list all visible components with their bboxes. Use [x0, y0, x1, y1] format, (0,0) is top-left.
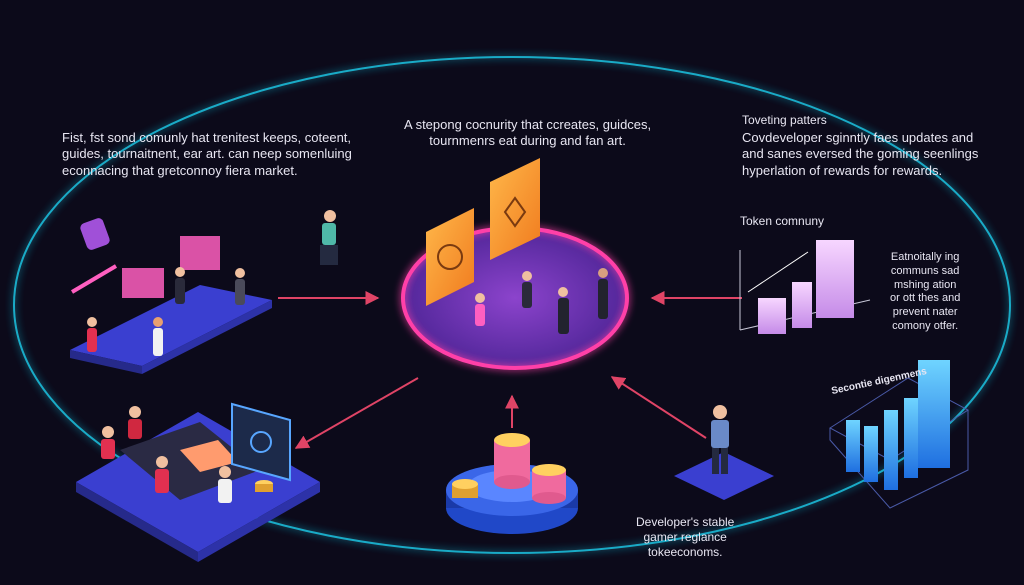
- monitor-icon: [231, 402, 291, 482]
- person-icon: [235, 268, 245, 305]
- token-label: Token comnuny: [740, 214, 825, 228]
- person-icon: [218, 466, 232, 503]
- top-right-caption: Covdeveloper sginntly faes updates and a…: [742, 130, 979, 178]
- bar-chart-icon: [829, 360, 969, 509]
- person-icon: [87, 317, 97, 352]
- coin-platform: [446, 433, 578, 534]
- top-center-caption: A stepong cocnurity that ccreates, guidc…: [404, 117, 652, 149]
- arrow-hub-to-bottom-left: [294, 377, 419, 449]
- person-icon: [598, 268, 608, 319]
- top-right-title: Toveting patters: [742, 113, 827, 127]
- top-left-caption: Fist, fst sond comunly hat trenitest kee…: [62, 130, 352, 178]
- central-hub: [401, 158, 629, 370]
- bar-chart-icon: [739, 240, 871, 334]
- person-icon: [320, 210, 338, 265]
- bottom-caption: Developer's stable gamer reglance tokeec…: [636, 515, 735, 559]
- isometric-platform-icon: [76, 402, 320, 562]
- isometric-platform-icon: [674, 405, 774, 500]
- crypto-card-icon: [490, 158, 540, 260]
- person-icon: [711, 405, 729, 474]
- isometric-platform-icon: [70, 236, 272, 374]
- coin-stack-icon: [452, 479, 478, 498]
- person-icon: [475, 293, 485, 326]
- arrow-bottom-right-to-hub: [610, 376, 707, 439]
- person-icon: [128, 406, 142, 439]
- coin-stack-icon: [532, 464, 566, 504]
- person-icon: [522, 271, 532, 308]
- lock-badge-icon: [80, 218, 110, 250]
- person-icon: [175, 267, 185, 304]
- trend-arrow-icon: [70, 264, 118, 294]
- person-icon: [558, 287, 569, 334]
- crypto-card-icon: [426, 208, 474, 306]
- orbit-ring: [13, 56, 1011, 554]
- person-icon: [153, 317, 163, 356]
- person-icon: [101, 426, 115, 459]
- coin-stack-icon: [494, 433, 530, 489]
- right-mid-caption: Eatnoitally ing communs sad mshing ation…: [890, 251, 961, 332]
- coin-stack-icon: [255, 480, 273, 492]
- person-icon: [155, 456, 169, 493]
